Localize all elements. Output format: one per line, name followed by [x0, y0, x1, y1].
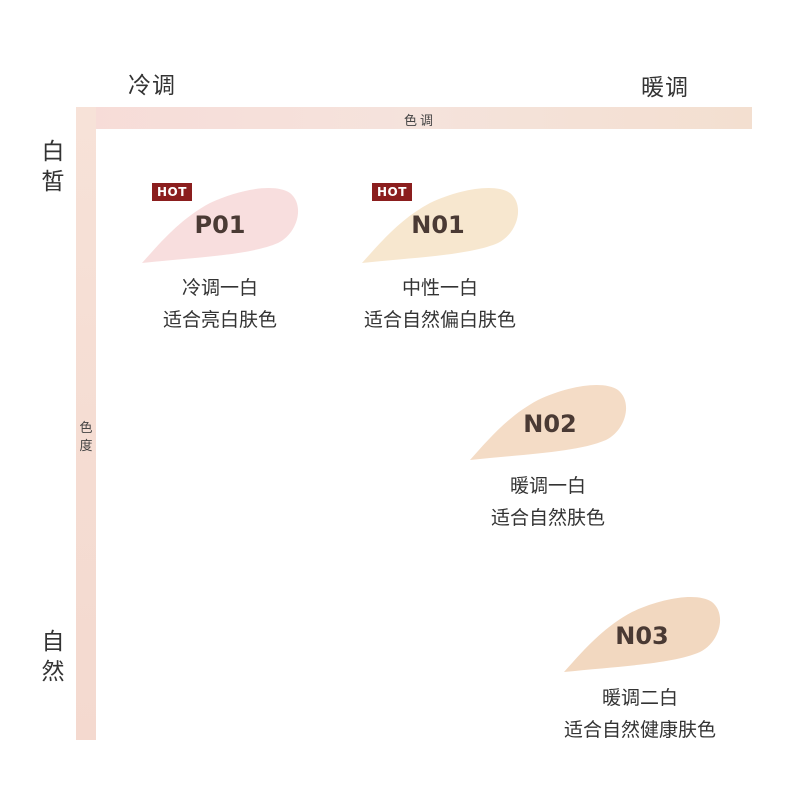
shade-desc-n01: 中性一白 适合自然偏白肤色: [320, 272, 560, 336]
tone-axis-bar: [76, 107, 752, 129]
swatch-p01: [142, 188, 299, 263]
shade-code: N02: [523, 410, 577, 438]
desc-line-2: 适合亮白肤色: [162, 309, 277, 331]
desc-line-2: 适合自然偏白肤色: [363, 309, 516, 331]
swatch-shape: [564, 597, 721, 672]
desc-line-2: 适合自然健康肤色: [563, 719, 716, 741]
shade-desc-p01: 冷调一白 适合亮白肤色: [120, 272, 320, 336]
desc-line-1: 冷调一白: [181, 277, 258, 299]
swatch-shape: [362, 188, 519, 263]
shade-code: P01: [194, 211, 246, 239]
tone-axis-label: 色调: [403, 114, 436, 129]
swatch-shape: [142, 188, 299, 263]
hot-badge: HOT: [152, 183, 192, 201]
depth-axis-label: 色度: [79, 421, 93, 454]
swatch-n02: [470, 385, 627, 460]
desc-line-2: 适合自然肤色: [490, 507, 605, 529]
shade-code: N01: [411, 211, 465, 239]
swatch-shape: [470, 385, 627, 460]
cool-tone-label: 冷调: [128, 73, 176, 99]
shade-code: N03: [615, 622, 669, 650]
fair-label: 白皙: [41, 139, 65, 195]
warm-tone-label: 暖调: [641, 75, 689, 101]
swatch-n03: [564, 597, 721, 672]
desc-line-1: 中性一白: [401, 277, 478, 299]
desc-line-1: 暖调一白: [509, 475, 586, 497]
shade-desc-n02: 暖调一白 适合自然肤色: [448, 470, 648, 534]
desc-line-1: 暖调二白: [601, 687, 678, 709]
natural-label: 自然: [41, 629, 65, 685]
shade-depth-axis-bar: [76, 107, 96, 740]
hot-badge: HOT: [372, 183, 412, 201]
shade-desc-n03: 暖调二白 适合自然健康肤色: [530, 682, 750, 746]
swatch-n01: [362, 188, 519, 263]
